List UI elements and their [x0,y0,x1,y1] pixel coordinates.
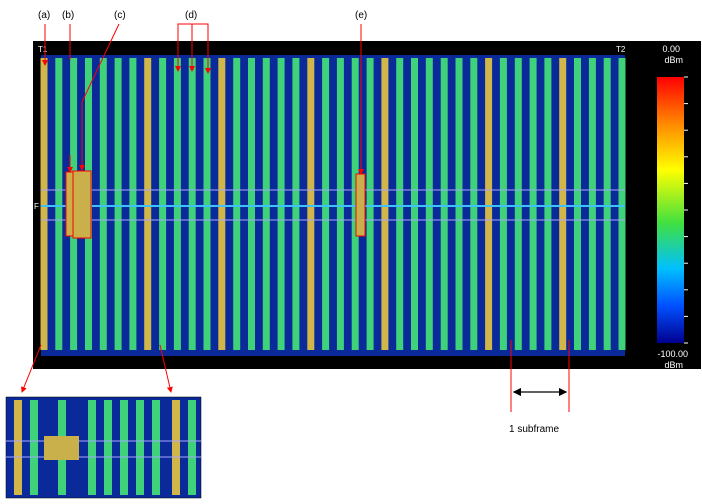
signal-stripe [366,58,374,350]
inset-stripe [120,400,128,495]
inset-stripe [188,400,196,495]
signal-stripe [262,58,270,350]
signal-stripe [277,58,285,350]
colorbar-max-label: 0.00 [662,44,680,54]
inset-stripe [30,400,38,495]
inset-stripe [88,400,96,495]
inset-stripe [14,400,22,495]
colorbar-min-unit: dBm [664,360,683,370]
inset-stripe [152,400,160,495]
signal-stripe [440,58,448,350]
signal-stripe [574,58,581,350]
marker-t2: T2 [616,45,626,54]
signal-stripe [292,58,300,350]
signal-stripe [411,58,418,350]
marker-t1: T1 [38,45,48,54]
inset-stripe [104,400,112,495]
signal-stripe [233,58,241,350]
annotation-d: (d) [185,10,197,21]
highlight-stripe [381,58,389,350]
signal-stripe [129,58,137,350]
inset-leader-left [21,344,42,393]
colorbar-min-label: -100.00 [657,349,688,359]
inset-stripe [172,400,180,495]
colorbar-ticks [684,76,688,344]
signal-stripe [529,58,537,350]
signal-stripe [618,58,626,350]
signal-stripe [322,58,330,350]
signal-stripe [455,58,463,350]
colorbar [657,77,684,343]
highlight-stripe [144,58,152,350]
signal-stripe [173,58,181,350]
signal-stripe [544,58,552,350]
signal-stripe [55,58,63,350]
marker-f: F [34,202,39,211]
zoom-inset [5,396,202,499]
signal-stripe [336,58,344,350]
signal-stripe [470,58,478,350]
signal-stripe [396,58,404,350]
highlight-stripe [307,58,315,350]
subframe-label: 1 subframe [509,424,559,435]
signal-stripe [588,58,596,350]
signal-stripe [351,58,359,350]
signal-stripe [159,58,167,350]
signal-stripe [499,58,507,350]
highlight-stripe [218,58,226,350]
annotation-a: (a) [38,10,50,21]
annotation-e: (e) [355,10,367,21]
signal-stripe [99,58,107,350]
highlight-stripe [559,58,567,350]
box-c-right [72,170,92,239]
signal-stripes [40,58,626,350]
arrow-c [81,23,120,103]
inset-stripe [136,400,144,495]
signal-stripe [603,58,611,350]
signal-stripe [514,58,522,350]
box-e [355,173,366,237]
signal-stripe [248,58,255,350]
highlight-stripe [40,58,48,350]
signal-stripe [425,58,433,350]
highlight-stripe [485,58,493,350]
bracket-d [177,23,209,30]
colorbar-max-unit: dBm [664,55,683,65]
signal-stripe [188,58,196,350]
inset-leader-right [159,344,173,393]
inset-highlight-block [44,436,79,460]
signal-stripe [114,58,122,350]
signal-stripe [203,58,211,350]
annotation-c: (c) [114,10,126,21]
annotation-b: (b) [62,10,74,21]
